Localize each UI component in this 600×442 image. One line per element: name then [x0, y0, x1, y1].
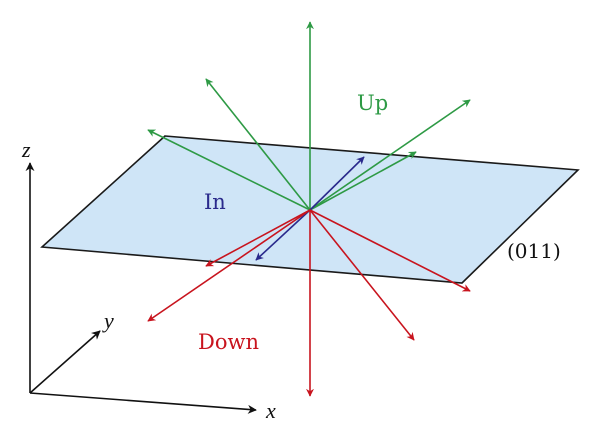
label-down: Down — [198, 330, 259, 354]
up-arrow-left — [147, 129, 311, 211]
in-arrow-front — [255, 209, 311, 261]
label-axis-y: y — [102, 308, 114, 333]
label-in: In — [204, 190, 226, 214]
label-up: Up — [357, 91, 388, 115]
coordinate-axes — [25, 162, 257, 414]
up-arrow-upper-right — [309, 99, 471, 211]
label-axis-x: x — [265, 398, 276, 423]
x-axis — [29, 392, 257, 414]
down-arrow-right — [309, 209, 471, 292]
down-arrow-lower-left — [147, 209, 311, 322]
down-arrows — [147, 209, 471, 397]
up-arrows — [147, 21, 471, 211]
in-arrows — [255, 156, 365, 261]
in-arrow-back — [309, 156, 365, 211]
label-plane-011: (011) — [507, 239, 561, 263]
up-arrow-upper-left — [205, 78, 311, 211]
label-axis-z: z — [21, 137, 31, 162]
y-axis — [29, 330, 101, 394]
down-arrow-left — [205, 209, 311, 267]
up-arrow-right — [309, 151, 417, 211]
down-arrow-lower-right — [309, 209, 415, 341]
